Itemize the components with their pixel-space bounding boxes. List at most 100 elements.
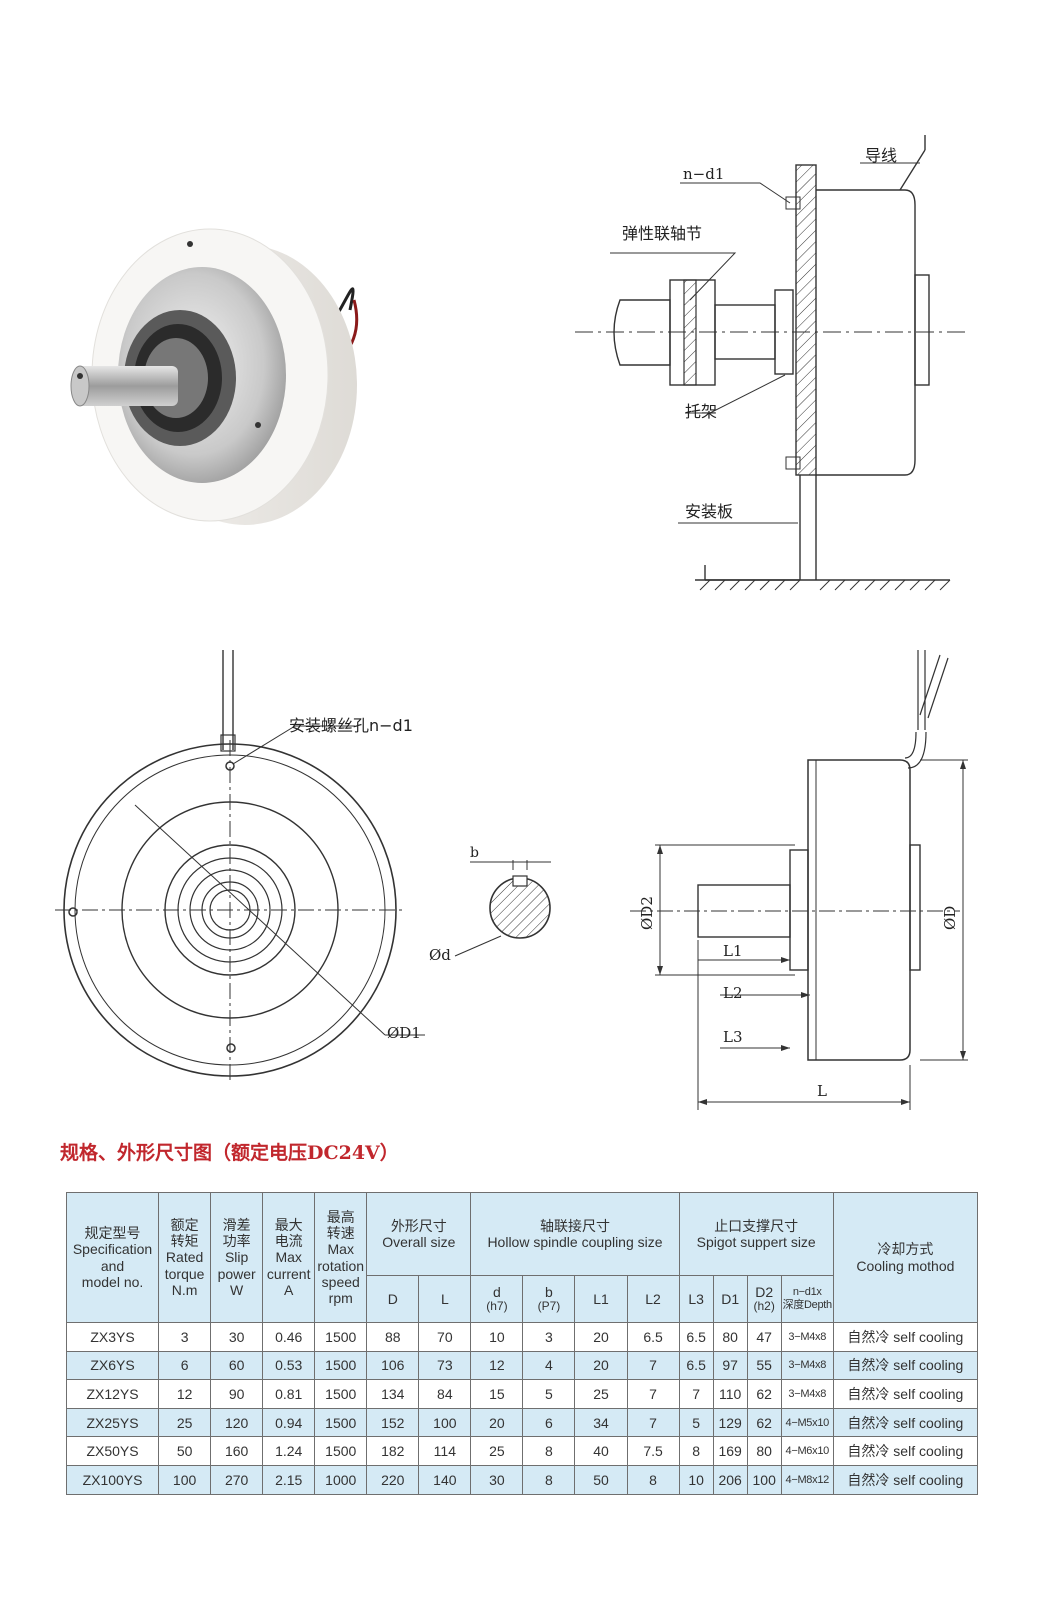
table-cell: 30 [470,1464,524,1495]
table-cell: 自然冷 self cooling [832,1379,979,1409]
header-current: 最大 电流 Max current A [262,1192,316,1323]
table-cell: 10 [678,1464,714,1495]
table-cell: 47 [746,1322,782,1352]
table-cell: 60 [210,1350,264,1381]
table-cell: ZX50YS [65,1436,160,1466]
table-cell: 1500 [314,1407,368,1438]
table-cell: 8 [522,1436,576,1466]
coupling-label: 弹性联轴节 [622,224,702,243]
table-cell: 160 [210,1436,264,1466]
table-cell: 1.24 [262,1436,316,1466]
table-cell: 106 [366,1350,420,1381]
table-cell: 5 [678,1407,714,1438]
table-cell: 100 [158,1464,212,1495]
table-cell: 6.5 [678,1322,714,1352]
table-cell: 4−M5x10 [780,1407,834,1438]
table-cell: 3 [158,1322,212,1352]
table-cell: 0.81 [262,1379,316,1409]
lead-wire-label: 导线 [865,146,897,165]
table-cell: 110 [712,1379,748,1409]
table-cell: 182 [366,1436,420,1466]
table-cell: 0.53 [262,1350,316,1381]
header-D1: D1 [712,1275,748,1323]
table-cell: 7 [678,1379,714,1409]
shaft-diameter-label: Ød [429,946,451,964]
table-cell: 6.5 [678,1350,714,1381]
table-cell: 自然冷 self cooling [832,1464,979,1495]
table-cell: 70 [418,1322,472,1352]
table-cell: 5 [522,1379,576,1409]
table-cell: 10 [470,1322,524,1352]
header-model: 规定型号 Specification and model no. [65,1192,160,1323]
table-cell: 自然冷 self cooling [832,1350,979,1381]
table-cell: 34 [574,1407,628,1438]
table-cell: 80 [746,1436,782,1466]
table-cell: 7 [626,1407,680,1438]
table-title: 规格、外形尺寸图（额定电压DC24V） [60,1142,399,1164]
table-cell: 206 [712,1464,748,1495]
table-cell: 55 [746,1350,782,1381]
table-cell: 114 [418,1436,472,1466]
header-spigot: 止口支撑尺寸 Spigot suppert size [678,1192,834,1276]
bracket-label: 托架 [685,402,717,421]
table-cell: 84 [418,1379,472,1409]
table-cell: 1500 [314,1350,368,1381]
table-cell: 80 [712,1322,748,1352]
table-cell: 100 [746,1464,782,1495]
table-cell: 4−M6x10 [780,1436,834,1466]
table-cell: ZX25YS [65,1407,160,1438]
table-cell: 3−M4x8 [780,1379,834,1409]
mount-plate-label: 安装板 [685,502,733,521]
table-cell: 自然冷 self cooling [832,1322,979,1352]
table-cell: 6 [158,1350,212,1381]
table-cell: 1500 [314,1322,368,1352]
side-installation-drawing: n−d1 弹性联轴节 托架 安装板 导线 [575,135,970,591]
table-cell: 4−M8x12 [780,1464,834,1495]
table-cell: 2.15 [262,1464,316,1495]
l-length-label: L [817,1082,827,1100]
side-dimension-drawing: ØD2 ØD L1 L2 L3 L [630,650,968,1110]
table-cell: ZX6YS [65,1350,160,1381]
spec-table: 规定型号 Specification and model no. 额定 转矩 R… [65,1192,979,1495]
table-cell: 25 [158,1407,212,1438]
table-cell: 15 [470,1379,524,1409]
table-cell: 7 [626,1379,680,1409]
l1-label: L1 [723,942,743,960]
table-cell: 4 [522,1350,576,1381]
table-cell: 7 [626,1350,680,1381]
key-width-label: b [470,845,479,861]
d1-diameter-label: ØD1 [387,1024,421,1042]
table-cell: ZX12YS [65,1379,160,1409]
table-cell: 90 [210,1379,264,1409]
table-cell: 30 [210,1322,264,1352]
table-cell: 12 [158,1379,212,1409]
table-cell: 3−M4x8 [780,1350,834,1381]
mount-hole-label: 安装螺丝孔n−d1 [289,716,413,735]
front-view-drawing: 安装螺丝孔n−d1 ØD1 [55,650,425,1080]
header-b: b (P7) [522,1275,576,1323]
table-cell: 8 [678,1436,714,1466]
table-cell: 100 [418,1407,472,1438]
table-cell: ZX100YS [65,1464,160,1495]
table-cell: 40 [574,1436,628,1466]
table-cell: 自然冷 self cooling [832,1436,979,1466]
table-cell: 0.46 [262,1322,316,1352]
table-cell: 169 [712,1436,748,1466]
table-cell: 62 [746,1407,782,1438]
table-cell: 7.5 [626,1436,680,1466]
table-cell: 12 [470,1350,524,1381]
table-cell: 129 [712,1407,748,1438]
table-cell: 8 [522,1464,576,1495]
table-cell: 20 [574,1350,628,1381]
header-L1: L1 [574,1275,628,1323]
l2-label: L2 [723,984,743,1002]
table-cell: 50 [158,1436,212,1466]
header-cooling: 冷却方式 Cooling mothod [832,1192,979,1323]
table-cell: 20 [470,1407,524,1438]
